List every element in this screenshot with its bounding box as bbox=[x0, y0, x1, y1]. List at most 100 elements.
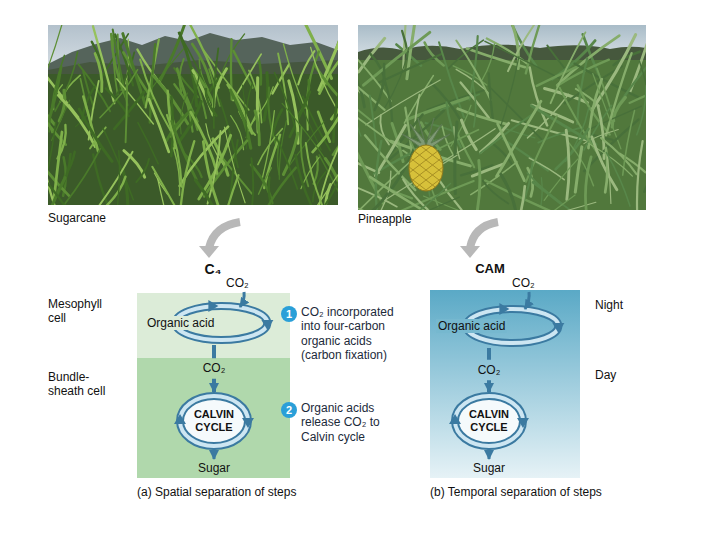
leaf-blade bbox=[117, 151, 119, 205]
step-callout: 2Organic acids release CO₂ to Calvin cyc… bbox=[281, 402, 297, 418]
leaf-blade bbox=[585, 157, 591, 210]
callout-number: 1 bbox=[286, 308, 292, 320]
leaf-blade bbox=[518, 186, 525, 210]
leaf-blade bbox=[376, 141, 381, 210]
text-slot: Mesophyll cell bbox=[48, 297, 120, 326]
leaf-blade bbox=[508, 25, 539, 71]
leaf-blade bbox=[311, 47, 337, 109]
leaf-blade bbox=[575, 147, 582, 192]
leaf-blade bbox=[498, 124, 525, 181]
text-slot: Organic acids release CO₂ to Calvin cycl… bbox=[301, 401, 413, 444]
text-slot: C₄ bbox=[205, 261, 222, 278]
edge-label: CO₂ bbox=[203, 361, 226, 375]
edge-label: CO₂ bbox=[478, 363, 501, 377]
leaf-blade bbox=[264, 135, 280, 188]
text-slot: Organic acid bbox=[436, 319, 507, 333]
text-slot: (b) Temporal separation of steps bbox=[430, 485, 602, 499]
text-slot: CO₂ bbox=[512, 276, 535, 290]
cycle-label: Organic acid bbox=[436, 319, 507, 333]
molecule-label: CO₂ bbox=[512, 276, 535, 290]
leaf-blade bbox=[366, 80, 440, 125]
leaf-blade bbox=[138, 123, 158, 164]
text-slot: CO₂ incorporated into four-carbon organi… bbox=[301, 305, 413, 363]
leaf-blade bbox=[429, 81, 460, 121]
leaf-blade bbox=[637, 86, 646, 135]
cycle-arrowhead bbox=[552, 323, 564, 333]
cycle-label: CALVIN CYCLE bbox=[464, 408, 514, 433]
leaf-blade bbox=[358, 60, 364, 107]
text-slot: CO₂ bbox=[226, 276, 249, 290]
curved-arrow bbox=[199, 222, 498, 258]
text-slot: 2 bbox=[286, 404, 292, 416]
leaf-blade bbox=[313, 103, 338, 152]
leaf-blade bbox=[637, 141, 643, 210]
leaf-blade bbox=[174, 148, 180, 195]
cell-label: Bundle-sheath cell bbox=[48, 370, 108, 399]
leaf-blade bbox=[195, 180, 218, 205]
leaf-blade bbox=[114, 92, 144, 129]
leaf-blade bbox=[48, 137, 56, 205]
cycle-arrowhead bbox=[499, 303, 509, 315]
leaf-blade bbox=[489, 74, 493, 120]
leaf-blade bbox=[48, 99, 66, 145]
leaf-blade bbox=[246, 84, 252, 119]
text-slot: Sugar bbox=[473, 461, 505, 475]
leaf-blade bbox=[499, 56, 519, 131]
leaf-blade bbox=[306, 143, 328, 205]
cycle-arrowhead bbox=[449, 414, 461, 424]
leaf-blade bbox=[526, 25, 552, 73]
leaf-blade bbox=[375, 64, 385, 110]
leaf-blade bbox=[606, 153, 630, 207]
leaf-blade bbox=[226, 175, 238, 205]
cycle-arrowhead bbox=[517, 418, 529, 428]
leaf-blade bbox=[384, 79, 392, 121]
cycle-label: Organic acid bbox=[145, 316, 216, 330]
leaf-blade bbox=[541, 178, 542, 206]
leaf-blade bbox=[126, 81, 128, 143]
leaf-blade bbox=[537, 195, 575, 210]
leaf-blade bbox=[458, 109, 508, 125]
cycle-arrowhead bbox=[174, 414, 186, 424]
leaf-blade bbox=[264, 73, 268, 121]
leaf-blade bbox=[140, 60, 171, 132]
leaf-blade bbox=[485, 41, 560, 78]
time-label: Night bbox=[595, 298, 655, 312]
leaf-blade bbox=[565, 66, 622, 103]
leaf-blade bbox=[106, 88, 129, 116]
ring-outline bbox=[180, 396, 248, 446]
step-description: CO₂ incorporated into four-carbon organi… bbox=[301, 305, 413, 363]
leaf-blade bbox=[607, 156, 611, 203]
leaf-blade bbox=[113, 30, 128, 106]
text-slot: 1 bbox=[286, 308, 292, 320]
ring-outline bbox=[455, 396, 523, 446]
leaf-blade bbox=[456, 41, 491, 101]
pathway-title: CAM bbox=[475, 261, 505, 277]
leaf-blade bbox=[557, 36, 619, 86]
ring-inner bbox=[180, 396, 248, 446]
ring-inner bbox=[455, 396, 523, 446]
calvin-cycle: CALVIN CYCLE bbox=[175, 392, 253, 450]
text-slot: Sugar bbox=[198, 461, 230, 475]
pathway-title: C₄ bbox=[205, 261, 222, 278]
leaf-blade bbox=[476, 161, 480, 211]
organic-acid-cycle: Organic acid bbox=[436, 304, 563, 348]
leaf-blade bbox=[473, 84, 476, 127]
text-slot: Sugarcane bbox=[48, 211, 106, 225]
cycle-arrowhead bbox=[242, 418, 254, 428]
photo-caption: Pineapple bbox=[358, 212, 411, 226]
product-label: Sugar bbox=[473, 461, 505, 475]
leaf-blade bbox=[455, 122, 457, 194]
leaf-blade bbox=[152, 167, 180, 205]
organic-acid-cycle: Organic acid bbox=[145, 301, 272, 345]
leaf-blade bbox=[644, 151, 646, 192]
leaf-blade bbox=[100, 70, 138, 118]
text-slot: CALVIN CYCLE bbox=[464, 408, 514, 433]
leaf-blade bbox=[255, 111, 259, 145]
leaf-blade bbox=[282, 103, 330, 165]
cycle-arrowhead bbox=[208, 300, 218, 312]
